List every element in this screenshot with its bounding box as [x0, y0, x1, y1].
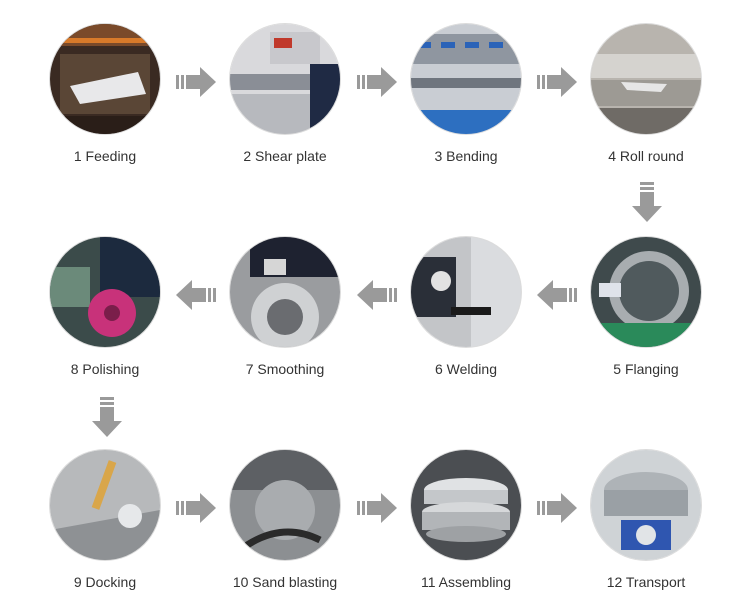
step-feeding: 1 Feeding: [15, 24, 195, 164]
rolling-cylinder-photo: [591, 24, 701, 134]
step-roll-round: 4 Roll round: [556, 24, 736, 164]
step-label: 11 Assembling: [420, 574, 511, 590]
step-label: 6 Welding: [434, 361, 497, 377]
arrow-down-icon: [632, 182, 662, 222]
step-label: 8 Polishing: [70, 361, 140, 377]
polishing-wheel-photo: [50, 237, 160, 347]
shearing-machine-photo: [230, 24, 340, 134]
metal-sheet-feeding-photo: [50, 24, 160, 134]
arrow-right-icon: [357, 493, 397, 523]
arrow-right-icon: [537, 493, 577, 523]
arrow-right-icon: [537, 67, 577, 97]
arrow-right-icon: [176, 67, 216, 97]
assembled-sieve-photo: [411, 450, 521, 560]
arrow-right-icon: [176, 493, 216, 523]
step-bending: 3 Bending: [376, 24, 556, 164]
step-label: 12 Transport: [606, 574, 686, 590]
step-transport: 12 Transport: [556, 450, 736, 590]
welding-photo: [411, 237, 521, 347]
arrow-down-icon: [92, 397, 122, 437]
arrow-left-icon: [176, 280, 216, 310]
arrow-left-icon: [537, 280, 577, 310]
arrow-left-icon: [357, 280, 397, 310]
step-label: 4 Roll round: [608, 148, 684, 164]
step-flanging: 5 Flanging: [556, 237, 736, 377]
step-polishing: 8 Polishing: [15, 237, 195, 377]
step-label: 7 Smoothing: [245, 361, 325, 377]
step-label: 1 Feeding: [73, 148, 137, 164]
step-label: 5 Flanging: [613, 361, 679, 377]
step-label: 3 Bending: [434, 148, 498, 164]
docking-photo: [50, 450, 160, 560]
step-sand-blasting: 10 Sand blasting: [195, 450, 375, 590]
step-smoothing: 7 Smoothing: [195, 237, 375, 377]
sand-blasting-photo: [230, 450, 340, 560]
step-shear-plate: 2 Shear plate: [195, 24, 375, 164]
step-label: 9 Docking: [73, 574, 137, 590]
step-assembling: 11 Assembling: [376, 450, 556, 590]
step-label: 10 Sand blasting: [232, 574, 338, 590]
step-label: 2 Shear plate: [243, 148, 327, 164]
arrow-right-icon: [357, 67, 397, 97]
step-docking: 9 Docking: [15, 450, 195, 590]
flanging-ring-photo: [591, 237, 701, 347]
smoothing-photo: [230, 237, 340, 347]
packed-machine-photo: [591, 450, 701, 560]
press-brake-photo: [411, 24, 521, 134]
step-welding: 6 Welding: [376, 237, 556, 377]
